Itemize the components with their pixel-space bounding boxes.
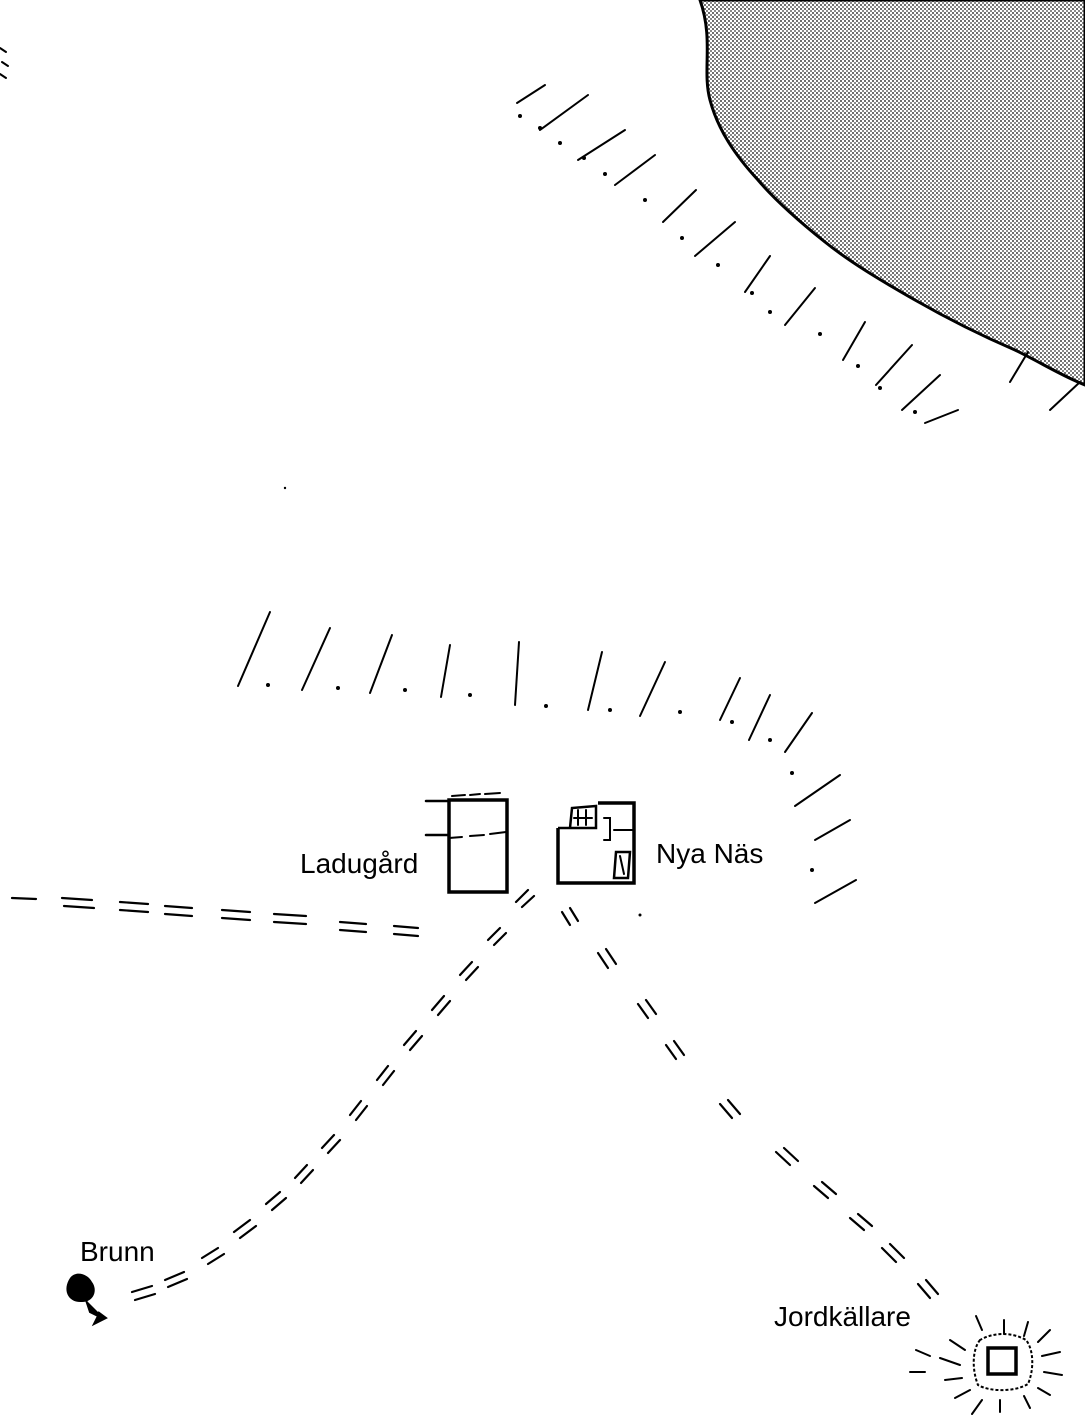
lake-slope-hachures xyxy=(516,84,959,424)
path-west xyxy=(10,896,420,938)
well-label: Brunn xyxy=(80,1236,155,1267)
edge-mark xyxy=(0,47,9,79)
house-building xyxy=(556,801,636,885)
lake-edge-ticks xyxy=(1009,351,1081,411)
lake-slope-dots xyxy=(518,114,917,414)
lake-area xyxy=(698,0,1085,387)
house-label: Nya Näs xyxy=(656,838,764,869)
cellar-label: Jordkällare xyxy=(774,1301,911,1332)
well-symbol xyxy=(66,1273,108,1327)
farm-slope-dots xyxy=(266,486,814,917)
farm-slope-hachures xyxy=(237,611,857,904)
barn-building xyxy=(424,792,509,894)
cellar-symbol xyxy=(909,1315,1063,1415)
barn-label: Ladugård xyxy=(300,848,419,879)
path-to-cellar xyxy=(560,906,940,1300)
path-to-well xyxy=(130,888,536,1302)
